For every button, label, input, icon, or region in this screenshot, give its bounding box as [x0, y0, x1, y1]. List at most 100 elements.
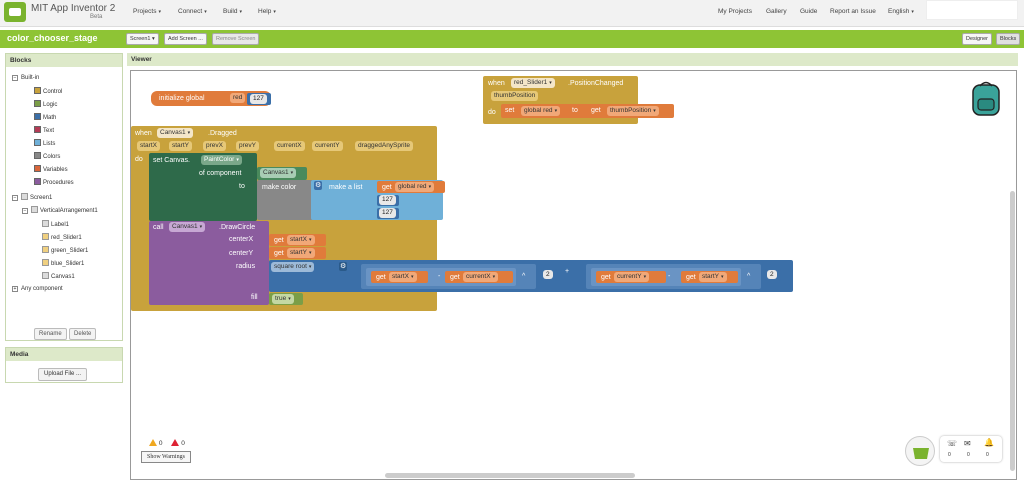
- canvas-icon: [42, 272, 49, 279]
- draw-circle-block[interactable]: call Canvas1▾ .DrawCircle centerX center…: [149, 221, 269, 305]
- collapse-icon[interactable]: −: [12, 195, 18, 201]
- vertical-scrollbar[interactable]: [1010, 191, 1015, 471]
- my-projects-link[interactable]: My Projects: [718, 8, 752, 15]
- label-icon: [42, 220, 49, 227]
- set-global-block[interactable]: set global red▾ to get thumbPosition▾: [501, 104, 674, 118]
- report-issue-link[interactable]: Report an Issue: [830, 8, 876, 15]
- number-block[interactable]: 127: [377, 208, 399, 219]
- set-paint-color-block[interactable]: set Canvas. PaintColor▾ of component to: [149, 153, 257, 221]
- connect-menu[interactable]: Connect▾: [178, 8, 207, 15]
- chat-icon[interactable]: ✉: [964, 439, 971, 448]
- collapse-icon[interactable]: −: [12, 75, 18, 81]
- event-param[interactable]: currentX: [274, 141, 305, 151]
- true-block[interactable]: true▾: [269, 293, 303, 305]
- get-currentx-block[interactable]: get currentX▾: [445, 271, 513, 283]
- event-param[interactable]: startY: [169, 141, 192, 151]
- trash-can-icon[interactable]: [905, 436, 935, 466]
- make-color-block[interactable]: make color: [257, 180, 313, 220]
- app-inventor-logo-icon[interactable]: [4, 2, 26, 22]
- event-param[interactable]: startX: [137, 141, 160, 151]
- gallery-link[interactable]: Gallery: [766, 8, 787, 15]
- upload-file-button[interactable]: Upload File ...: [38, 368, 88, 381]
- collapse-icon[interactable]: −: [22, 208, 28, 214]
- canvas-item[interactable]: Canvas1: [42, 272, 75, 281]
- error-icon: [171, 439, 180, 446]
- warnings-indicator: 0 0: [149, 439, 185, 447]
- blocks-workspace[interactable]: initialize global red to 127 when red_Sl…: [130, 70, 1017, 480]
- builtin-node[interactable]: −Built-in: [12, 75, 40, 81]
- gear-icon[interactable]: ⚙: [314, 181, 323, 190]
- category-colors[interactable]: Colors: [34, 152, 60, 161]
- account-box[interactable]: [926, 0, 1018, 20]
- event-param[interactable]: currentY: [312, 141, 343, 151]
- arrangement-node[interactable]: −VerticalArrangement1: [22, 206, 98, 214]
- get-starty-block[interactable]: get startY▾: [269, 247, 326, 259]
- category-text[interactable]: Text: [34, 126, 54, 135]
- category-control[interactable]: Control: [34, 87, 62, 96]
- component-item[interactable]: red_Slider1: [42, 233, 82, 242]
- phone-icon[interactable]: ☏: [947, 439, 958, 448]
- number-block[interactable]: 127: [377, 195, 399, 206]
- any-component-node[interactable]: +Any component: [12, 286, 63, 292]
- get-startx-block[interactable]: get startX▾: [269, 234, 326, 246]
- viewer-title: Viewer: [127, 53, 1018, 66]
- category-lists[interactable]: Lists: [34, 139, 55, 148]
- category-swatch-icon: [34, 87, 41, 94]
- language-menu[interactable]: English▾: [888, 8, 914, 15]
- guide-link[interactable]: Guide: [800, 8, 818, 15]
- get-starty-block[interactable]: get startY▾: [681, 271, 738, 283]
- app-beta-label: Beta: [90, 14, 103, 20]
- component-item[interactable]: green_Slider1: [42, 246, 88, 255]
- number-block[interactable]: 127: [247, 93, 271, 105]
- get-currenty-block[interactable]: get currentY▾: [596, 271, 666, 283]
- designer-button[interactable]: Designer: [962, 33, 993, 45]
- show-warnings-button[interactable]: Show Warnings: [141, 451, 191, 463]
- arrangement-icon: [31, 206, 38, 213]
- number-block[interactable]: 2: [765, 269, 781, 281]
- gear-icon[interactable]: ⚙: [339, 262, 348, 271]
- media-title: Media: [6, 348, 122, 361]
- category-swatch-icon: [34, 126, 41, 133]
- category-swatch-icon: [34, 139, 41, 146]
- event-param[interactable]: draggedAnySprite: [355, 141, 414, 151]
- category-math[interactable]: Math: [34, 113, 56, 122]
- project-name: color_chooser_stage: [7, 33, 98, 43]
- component-dropdown[interactable]: red_Slider1▾: [511, 78, 555, 88]
- slider-icon: [42, 246, 49, 253]
- screen1-node[interactable]: −Screen1: [12, 193, 53, 201]
- category-variables[interactable]: Variables: [34, 165, 68, 174]
- number-block[interactable]: 2: [541, 269, 557, 281]
- warning-icon: [149, 439, 157, 446]
- screen-icon: [21, 193, 28, 200]
- expand-icon[interactable]: +: [12, 286, 18, 292]
- backpack-icon[interactable]: [969, 79, 1003, 119]
- media-panel: Media Upload File ...: [5, 347, 123, 383]
- event-param[interactable]: prevX: [203, 141, 226, 151]
- build-menu[interactable]: Build▾: [223, 8, 242, 15]
- bell-icon[interactable]: 🔔: [984, 438, 994, 447]
- component-canvas-block[interactable]: Canvas1▾: [257, 167, 307, 180]
- component-item[interactable]: blue_Slider1: [42, 259, 84, 268]
- event-param[interactable]: prevY: [236, 141, 259, 151]
- horizontal-scrollbar[interactable]: [385, 473, 635, 478]
- category-procedures[interactable]: Procedures: [34, 178, 74, 187]
- project-toolbar: color_chooser_stage Screen1 ▾ Add Screen…: [0, 30, 1024, 48]
- remove-screen-button[interactable]: Remove Screen: [212, 33, 260, 45]
- add-screen-button[interactable]: Add Screen ...: [164, 33, 207, 45]
- help-menu[interactable]: Help▾: [258, 8, 276, 15]
- var-name-field[interactable]: red: [230, 93, 246, 103]
- delete-button[interactable]: Delete: [69, 328, 97, 340]
- projects-menu[interactable]: Projects▾: [133, 8, 161, 15]
- rename-button[interactable]: Rename: [34, 328, 67, 340]
- get-global-red-block[interactable]: get global red▾: [377, 181, 445, 193]
- blocks-button[interactable]: Blocks: [996, 33, 1021, 45]
- app-title: MIT App Inventor 2: [31, 3, 116, 14]
- category-swatch-icon: [34, 100, 41, 107]
- category-logic[interactable]: Logic: [34, 100, 57, 109]
- get-startx-block[interactable]: get startX▾: [371, 271, 428, 283]
- screen-selector[interactable]: Screen1 ▾: [126, 33, 159, 45]
- category-swatch-icon: [34, 178, 41, 185]
- category-swatch-icon: [34, 152, 41, 159]
- component-item[interactable]: Label1: [42, 220, 69, 229]
